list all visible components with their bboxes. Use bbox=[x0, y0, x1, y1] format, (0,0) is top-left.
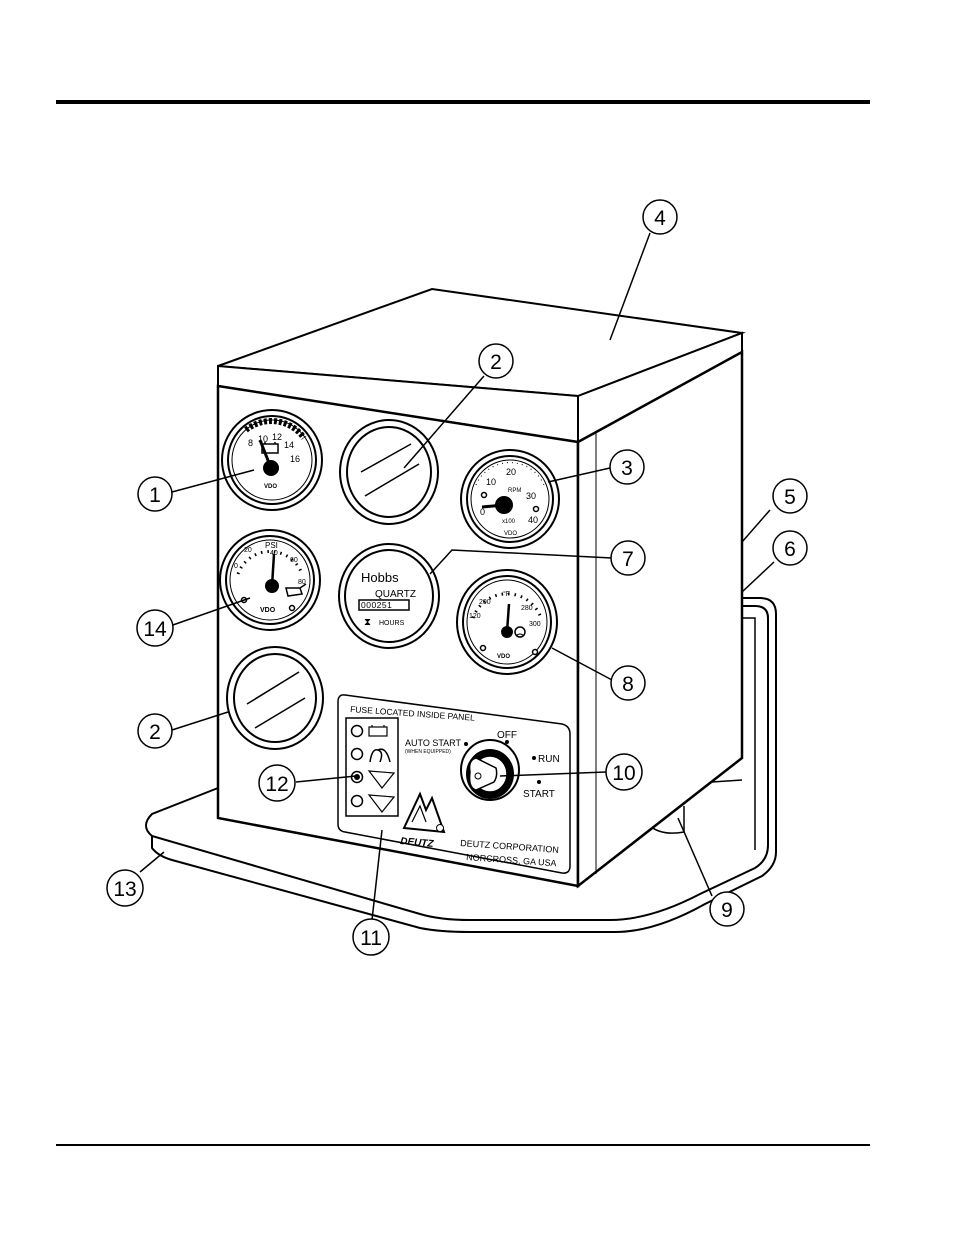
oil-unit: PSI bbox=[265, 541, 278, 550]
svg-text:12: 12 bbox=[265, 773, 288, 796]
svg-text:7: 7 bbox=[622, 548, 634, 571]
temp-scale-3: 300 bbox=[529, 621, 541, 628]
hour-unit: HOURS bbox=[379, 620, 405, 627]
hour-digits: 000251 bbox=[361, 600, 392, 610]
svg-text:4: 4 bbox=[654, 207, 666, 230]
svg-text:5: 5 bbox=[784, 486, 796, 509]
callout-2-top: 2 bbox=[479, 344, 513, 378]
lamp-glow-plug bbox=[352, 749, 363, 760]
oil-scale-0: 0 bbox=[234, 563, 238, 570]
top-rule bbox=[56, 100, 870, 104]
callout-1: 1 bbox=[138, 477, 172, 511]
volt-scale-2: 12 bbox=[272, 432, 282, 442]
tach-scale-1: 10 bbox=[486, 477, 496, 487]
temp-unit: °F bbox=[503, 590, 510, 598]
auto-start-note: (WHEN EQUIPPED) bbox=[405, 749, 451, 755]
temp-brand: VDO bbox=[497, 654, 510, 660]
ignition-key-switch[interactable] bbox=[461, 740, 519, 800]
side-panel bbox=[578, 352, 742, 886]
callout-13: 13 bbox=[107, 870, 143, 906]
oil-scale-3: 60 bbox=[290, 557, 298, 564]
callout-4: 4 bbox=[643, 200, 677, 234]
off-label: OFF bbox=[497, 730, 517, 741]
blank-gauge-plug-bottom bbox=[227, 647, 323, 749]
tach-scale-3: 30 bbox=[526, 491, 536, 501]
temp-scale-0: 120 bbox=[469, 613, 481, 620]
svg-text:13: 13 bbox=[113, 878, 136, 901]
temperature-gauge: °F 120 200 280 300 VDO bbox=[457, 570, 557, 674]
start-label: START bbox=[523, 789, 555, 800]
oil-pressure-gauge: PSI 0 20 40 60 80 VDO bbox=[220, 530, 320, 630]
svg-text:2: 2 bbox=[490, 351, 502, 374]
callout-9: 9 bbox=[710, 892, 744, 926]
svg-text:14: 14 bbox=[143, 618, 167, 641]
svg-text:9: 9 bbox=[721, 899, 733, 922]
svg-text:11: 11 bbox=[360, 927, 382, 950]
svg-text:1: 1 bbox=[149, 484, 161, 507]
callout-5: 5 bbox=[773, 479, 807, 513]
tach-scale-0: 0 bbox=[480, 507, 485, 517]
auto-start-label: AUTO START bbox=[405, 738, 462, 748]
volt-scale-3: 14 bbox=[284, 440, 294, 450]
callout-2-bottom: 2 bbox=[138, 714, 172, 748]
hour-brand: Hobbs bbox=[361, 570, 399, 585]
svg-text:2: 2 bbox=[149, 721, 161, 744]
tach-hub bbox=[495, 496, 513, 514]
oil-scale-1: 20 bbox=[244, 547, 252, 554]
callout-8: 8 bbox=[611, 666, 645, 700]
callout-6: 6 bbox=[773, 531, 807, 565]
coolant-icon bbox=[515, 627, 525, 637]
oil-hub bbox=[265, 579, 279, 593]
svg-text:10: 10 bbox=[612, 762, 635, 785]
volt-hub bbox=[263, 460, 279, 476]
callout-10: 10 bbox=[606, 754, 642, 790]
hourglass-icon: ⧗ bbox=[364, 617, 371, 628]
callout-11: 11 bbox=[353, 919, 389, 955]
bottom-rule bbox=[56, 1144, 870, 1146]
oil-brand: VDO bbox=[260, 607, 276, 614]
temp-scale-1: 200 bbox=[479, 599, 491, 606]
svg-text:3: 3 bbox=[621, 457, 633, 480]
volt-scale-4: 16 bbox=[290, 454, 300, 464]
battery-warning-icon bbox=[369, 725, 387, 736]
volt-brand: VDO bbox=[264, 484, 277, 490]
lamp-temp-warning bbox=[352, 796, 363, 807]
lamp-battery bbox=[352, 726, 363, 737]
callout-14: 14 bbox=[137, 610, 173, 646]
svg-text:8: 8 bbox=[622, 673, 634, 696]
tachometer-gauge: 0 10 20 30 40 RPM x100 VDO bbox=[461, 450, 559, 548]
tach-unit: RPM bbox=[508, 488, 521, 494]
blank-gauge-plug-top bbox=[340, 420, 438, 524]
tach-brand: VDO bbox=[504, 531, 517, 537]
hour-meter-gauge: Hobbs QUARTZ 000251 ⧗ HOURS bbox=[339, 544, 439, 648]
tach-scale-2: 20 bbox=[506, 467, 516, 477]
callout-7: 7 bbox=[611, 541, 645, 575]
tach-multiplier: x100 bbox=[502, 519, 516, 525]
temp-hub bbox=[501, 626, 513, 638]
run-label: RUN bbox=[538, 754, 560, 765]
callout-12: 12 bbox=[259, 765, 295, 801]
volt-scale-0: 8 bbox=[248, 438, 253, 448]
voltmeter-gauge: 8 10 12 14 16 VDO bbox=[222, 410, 322, 510]
callout-3: 3 bbox=[610, 450, 644, 484]
svg-text:6: 6 bbox=[784, 538, 796, 561]
hour-model: QUARTZ bbox=[375, 589, 416, 600]
temp-scale-2: 280 bbox=[521, 605, 533, 612]
tach-scale-4: 40 bbox=[528, 515, 538, 525]
